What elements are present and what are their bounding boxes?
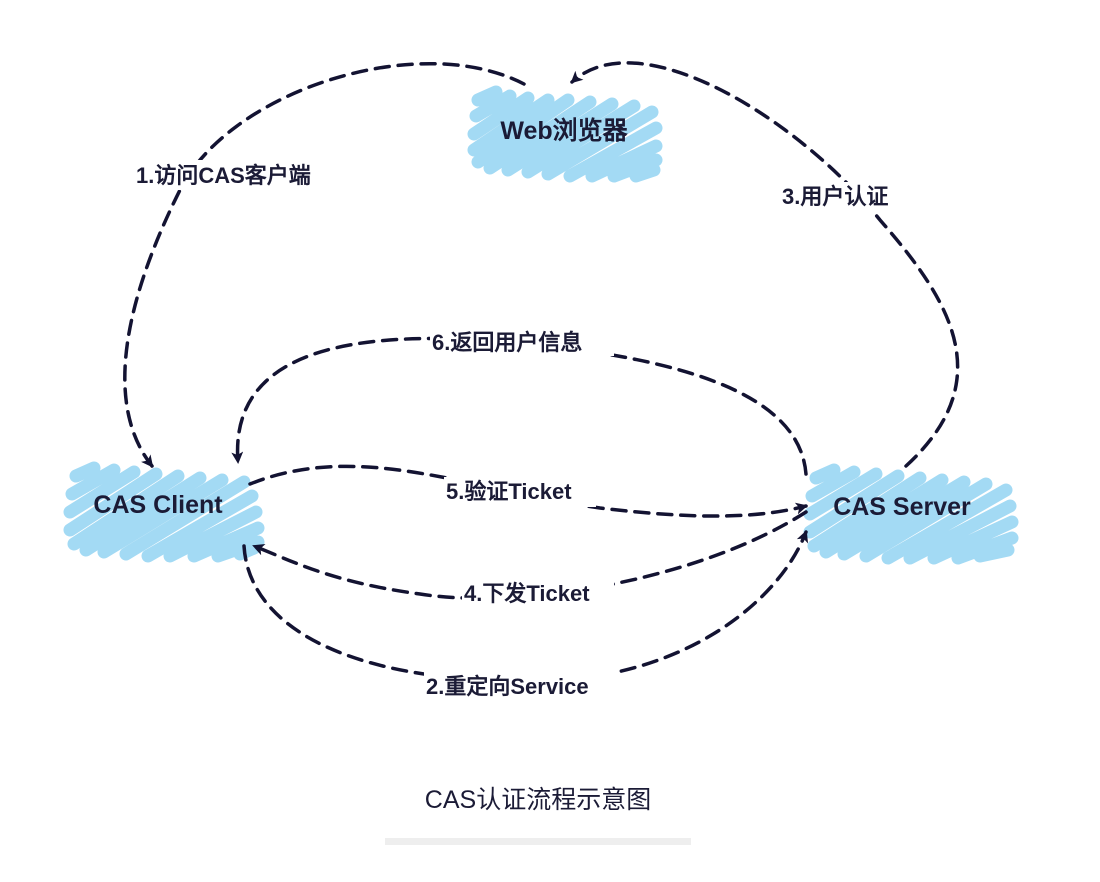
edge-3-label-group: 3.用户认证 <box>780 182 912 212</box>
edge-3-connector <box>570 61 960 468</box>
node-browser: Web浏览器 <box>467 85 663 183</box>
edge-6-label-group: 6.返回用户信息 <box>430 326 614 356</box>
edge-2-label: 2.重定向Service <box>426 674 589 699</box>
node-server: CAS Server <box>803 463 1019 565</box>
server-node-fill <box>803 463 1019 565</box>
edge-1-label-group: 1.访问CAS客户端 <box>132 160 342 190</box>
edge-1-connector <box>123 62 526 468</box>
browser-node-label: Web浏览器 <box>500 117 628 145</box>
edge-6-connector <box>231 336 808 476</box>
client-node-label: CAS Client <box>93 491 223 519</box>
node-client: CAS Client <box>63 461 265 563</box>
server-node-label: CAS Server <box>833 493 971 521</box>
edge-5-label-group: 5.验证Ticket <box>444 477 596 507</box>
edge-4-label-group: 4.下发Ticket <box>462 578 614 608</box>
client-node-fill <box>63 461 265 563</box>
edge-2-connector <box>242 530 809 683</box>
edge-5-label: 5.验证Ticket <box>446 479 572 504</box>
edge-1-label: 1.访问CAS客户端 <box>136 163 311 188</box>
edge-4-label: 4.下发Ticket <box>464 581 590 606</box>
caption-divider <box>385 838 691 845</box>
edge-2-label-group: 2.重定向Service <box>424 671 618 701</box>
edge-6-label: 6.返回用户信息 <box>432 330 582 355</box>
edge-4-connector <box>252 510 808 600</box>
browser-node-fill <box>467 85 663 183</box>
edge-3-label: 3.用户认证 <box>782 184 888 209</box>
diagram-caption: CAS认证流程示意图 <box>425 786 651 814</box>
